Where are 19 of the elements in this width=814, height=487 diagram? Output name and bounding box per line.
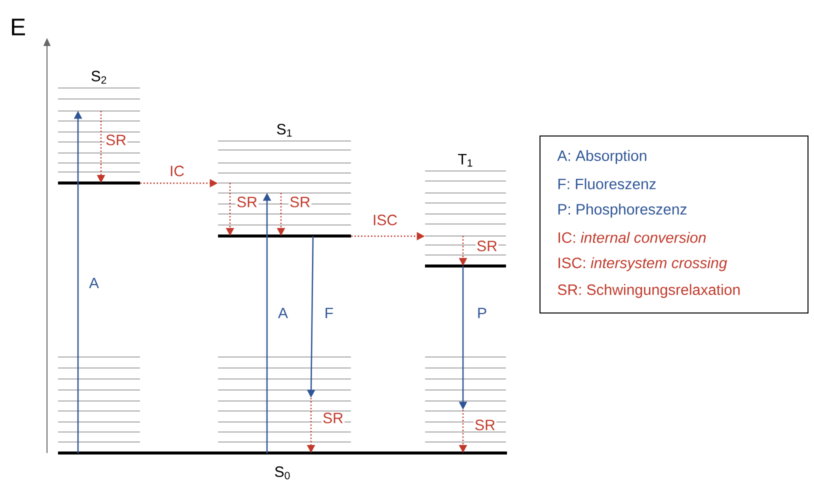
legend-entry: F: Fluoreszenz <box>558 178 656 190</box>
relaxation-label: SR <box>288 196 312 208</box>
edge-label: A <box>277 306 289 320</box>
legend-entry: P: Phosphoreszenz <box>558 204 686 218</box>
edge-label: P <box>476 306 488 320</box>
legend-entry: IC: internal conversion <box>558 232 706 243</box>
relaxation-label: SR <box>474 418 496 432</box>
relaxation-label: SR <box>104 134 128 146</box>
edge-label: A <box>88 276 100 290</box>
relaxation-label: SR <box>236 196 258 208</box>
legend-entry: A: Absorption <box>557 150 646 164</box>
legend-entry: ISC: intersystem crossing <box>558 257 728 272</box>
legend-entry: SR: Schwingungsrelaxation <box>558 284 740 298</box>
relaxation-label: SR <box>476 240 498 252</box>
relaxation-label: SR <box>322 412 344 424</box>
axis-label: E <box>12 18 25 36</box>
edge-label: F <box>323 306 335 320</box>
edge-label: IC <box>168 164 186 178</box>
edge-label: ISC <box>372 214 398 226</box>
